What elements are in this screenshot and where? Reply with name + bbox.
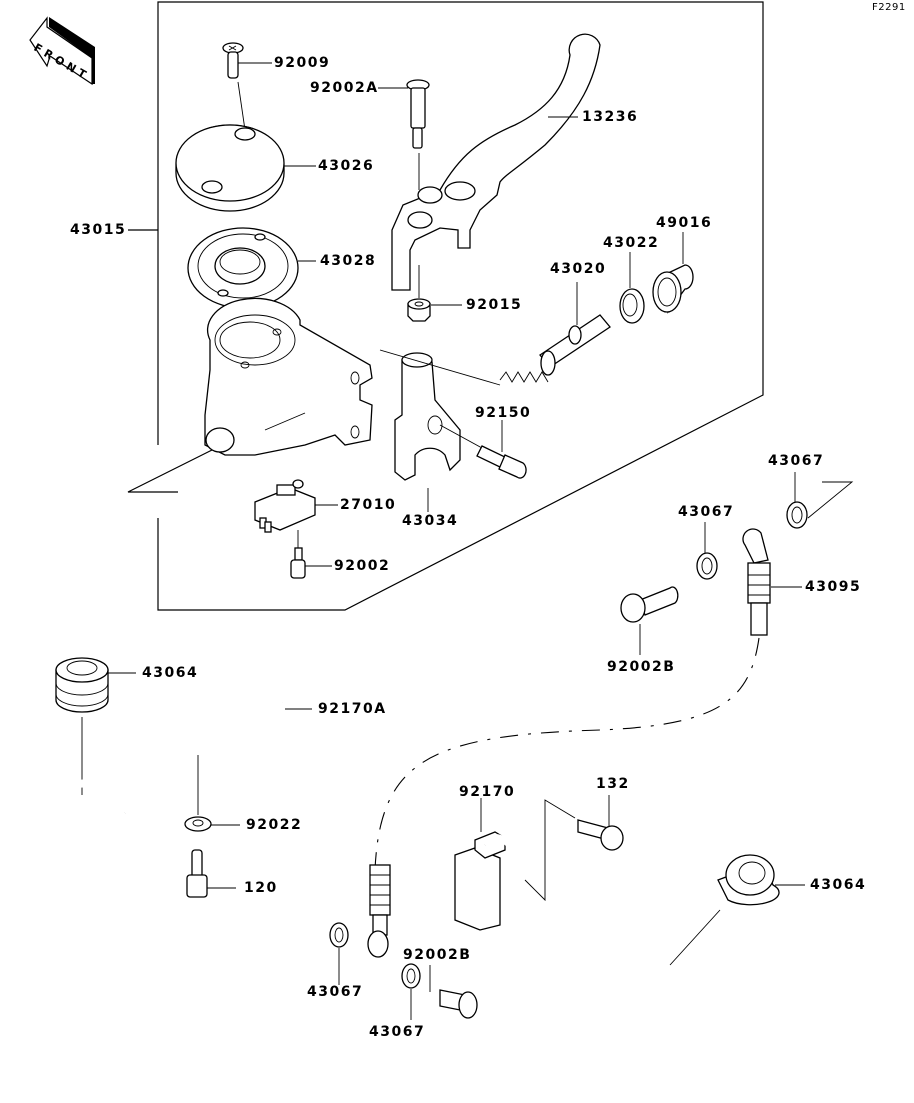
part-43067-washer-upper-mid [696, 522, 718, 580]
part-label[interactable]: 132 [596, 776, 630, 792]
part-label[interactable]: 43022 [603, 235, 660, 251]
part-label[interactable]: 43020 [550, 261, 607, 277]
part-92002a-pivot-bolt [378, 79, 430, 190]
part-92150-clamp-bolt [439, 420, 527, 479]
part-label[interactable]: 92002A [310, 80, 379, 96]
part-label[interactable]: 43067 [768, 453, 825, 469]
part-43020-piston-kit [379, 282, 611, 386]
part-label[interactable]: 43067 [678, 504, 735, 520]
part-92170a-hose-clamp [50, 701, 312, 825]
part-label[interactable]: 43064 [142, 665, 199, 681]
part-label[interactable]: 120 [244, 880, 278, 896]
part-label[interactable]: 43067 [307, 984, 364, 1000]
part-label[interactable]: 92002B [403, 947, 472, 963]
part-label[interactable]: 92170A [318, 701, 387, 717]
part-43095-hose-lower-end [367, 864, 391, 958]
part-43026-reservoir-cap [175, 124, 316, 212]
part-43064-grommet-right [669, 854, 805, 966]
part-label[interactable]: 43034 [402, 513, 459, 529]
assembly-frame [127, 1, 764, 611]
part-label[interactable]: 92002 [334, 558, 391, 574]
part-120-bolt [186, 849, 236, 898]
part-43067-washer-lower-left [329, 922, 349, 985]
part-43067-washer-upper-right [786, 472, 854, 529]
part-132-bolt [577, 795, 624, 851]
part-label[interactable]: 13236 [582, 109, 639, 125]
part-92015-nut [407, 298, 462, 322]
part-92002b-banjo-bolt-lower [429, 965, 478, 1019]
part-43015-master-cylinder-body [204, 297, 373, 456]
part-label[interactable]: 43026 [318, 158, 375, 174]
part-label[interactable]: 92002B [607, 659, 676, 675]
part-label[interactable]: 92150 [475, 405, 532, 421]
part-43067-washer-lower-mid [401, 963, 421, 1020]
figure-id: F2291 [872, 2, 906, 13]
part-13236-brake-lever [391, 33, 601, 298]
part-27010-brake-light-switch [254, 479, 338, 548]
part-label[interactable]: 92170 [459, 784, 516, 800]
part-92002b-banjo-bolt-upper [620, 586, 679, 655]
part-label[interactable]: 43095 [805, 579, 862, 595]
part-label[interactable]: 92022 [246, 817, 303, 833]
part-43095-brake-hose [374, 528, 802, 871]
part-label[interactable]: 43067 [369, 1024, 426, 1040]
part-label[interactable]: 43015 [70, 222, 127, 238]
part-label[interactable]: 43064 [810, 877, 867, 893]
part-49016-boot [652, 232, 694, 314]
part-43034-clamp [394, 352, 461, 512]
part-92009-screw [222, 42, 272, 131]
front-arrow-icon [29, 16, 95, 86]
part-label[interactable]: 43028 [320, 253, 377, 269]
part-label[interactable]: 49016 [656, 215, 713, 231]
part-43022-circlip [619, 252, 645, 324]
part-label[interactable]: 92009 [274, 55, 331, 71]
part-92022-washer [184, 755, 240, 832]
part-43064-grommet-left [55, 657, 136, 795]
part-label[interactable]: 27010 [340, 497, 397, 513]
part-43028-diaphragm [187, 227, 316, 309]
part-92170-hose-clamp [454, 798, 630, 1000]
part-92002-screw [290, 547, 332, 579]
part-label[interactable]: 92015 [466, 297, 523, 313]
